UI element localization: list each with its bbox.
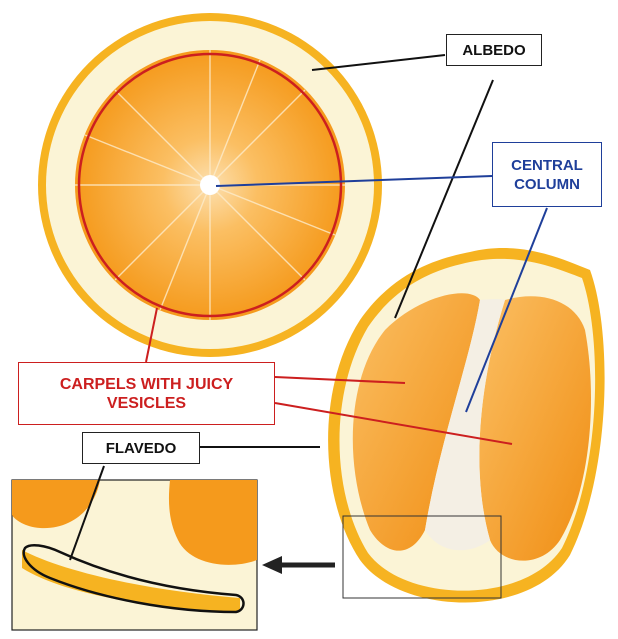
carpels-line2: VESICLES bbox=[60, 394, 233, 413]
zoom-arrow bbox=[262, 556, 335, 574]
orange-cross-section bbox=[38, 13, 382, 357]
central-column-label-text: CENTRAL COLUMN bbox=[511, 156, 583, 194]
carpels-label: CARPELS WITH JUICY VESICLES bbox=[18, 362, 275, 425]
carpels-label-text: CARPELS WITH JUICY VESICLES bbox=[60, 375, 233, 413]
zoom-inset bbox=[12, 480, 257, 630]
albedo-label-text: ALBEDO bbox=[462, 41, 525, 60]
central-column-line1: CENTRAL bbox=[511, 156, 583, 175]
albedo-label: ALBEDO bbox=[446, 34, 542, 66]
flavedo-label: FLAVEDO bbox=[82, 432, 200, 464]
flavedo-label-text: FLAVEDO bbox=[106, 439, 177, 458]
orange-longitudinal-section bbox=[328, 248, 604, 602]
albedo-leader-1 bbox=[312, 55, 445, 70]
central-column-label: CENTRAL COLUMN bbox=[492, 142, 602, 207]
carpels-line1: CARPELS WITH JUICY bbox=[60, 375, 233, 394]
central-column-line2: COLUMN bbox=[511, 175, 583, 194]
